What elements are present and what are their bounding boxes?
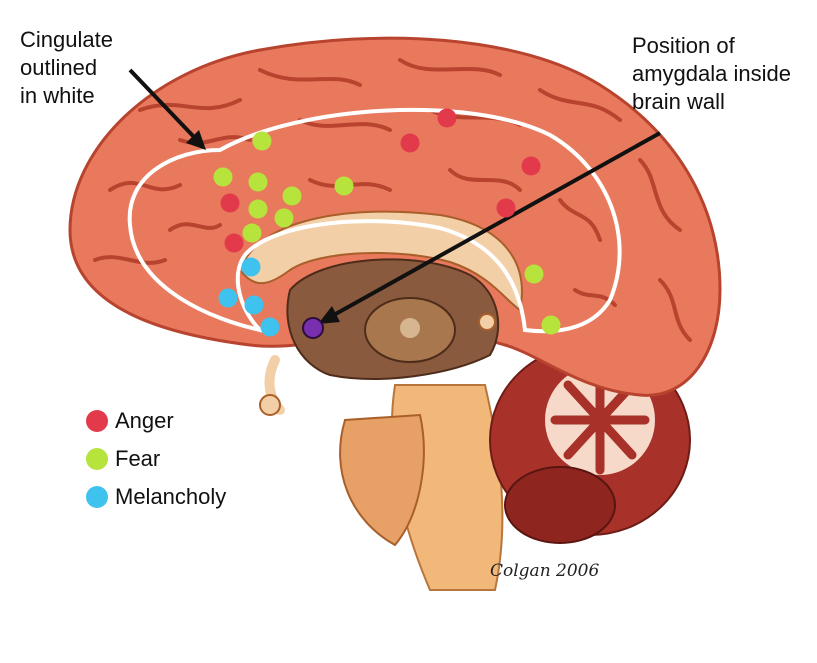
fear-dot (334, 176, 354, 196)
legend-item-fear: Fear (86, 446, 160, 472)
melancholy-dot (260, 317, 280, 337)
legend-dot-anger (86, 410, 108, 432)
amygdala-arrow (318, 131, 661, 324)
cingulate-arrow (128, 68, 206, 150)
fear-dot (248, 199, 268, 219)
corpus-callosum (238, 210, 523, 312)
fear-dot (242, 223, 262, 243)
fear-dot (248, 172, 268, 192)
cortex-sulci (93, 58, 692, 342)
legend-label-fear: Fear (115, 446, 161, 471)
cingulate-label: Cingulate outlined in white (20, 26, 113, 110)
cingulate-label-line-1: Cingulate (20, 27, 113, 52)
artist-credit: Colgan 2006 (490, 561, 600, 581)
anger-dot (496, 198, 516, 218)
cingulate-label-line-2: outlined (20, 55, 98, 80)
fear-dot (274, 208, 294, 228)
legend-dot-melancholy (86, 486, 108, 508)
anger-dot (224, 233, 244, 253)
fear-dot (541, 315, 561, 335)
fear-dot (524, 264, 544, 284)
fear-dot (213, 167, 233, 187)
pineal (478, 313, 496, 331)
fear-dot (252, 131, 272, 151)
amygdala-label-line-1: Position of (632, 33, 735, 58)
pituitary (259, 394, 281, 416)
cingulate-outline (127, 107, 622, 334)
anger-dot (400, 133, 420, 153)
amygdala-label: Position of amygdala inside brain wall (632, 32, 791, 116)
anger-dot (521, 156, 541, 176)
amygdala-label-line-3: brain wall (632, 89, 725, 114)
legend-item-melancholy: Melancholy (86, 484, 226, 510)
amygdala-marker (302, 317, 324, 339)
melancholy-dot (218, 288, 238, 308)
legend-dot-fear (86, 448, 108, 470)
melancholy-dot (244, 295, 264, 315)
legend-label-anger: Anger (115, 408, 174, 433)
pons (339, 413, 425, 547)
legend-item-anger: Anger (86, 408, 174, 434)
anger-dot (437, 108, 457, 128)
cingulate-label-line-3: in white (20, 83, 95, 108)
legend-label-melancholy: Melancholy (115, 484, 227, 509)
emotion-dots (213, 108, 561, 337)
anger-dot (220, 193, 240, 213)
amygdala-label-line-2: amygdala inside (632, 61, 791, 86)
melancholy-dot (241, 257, 261, 277)
fear-dot (282, 186, 302, 206)
